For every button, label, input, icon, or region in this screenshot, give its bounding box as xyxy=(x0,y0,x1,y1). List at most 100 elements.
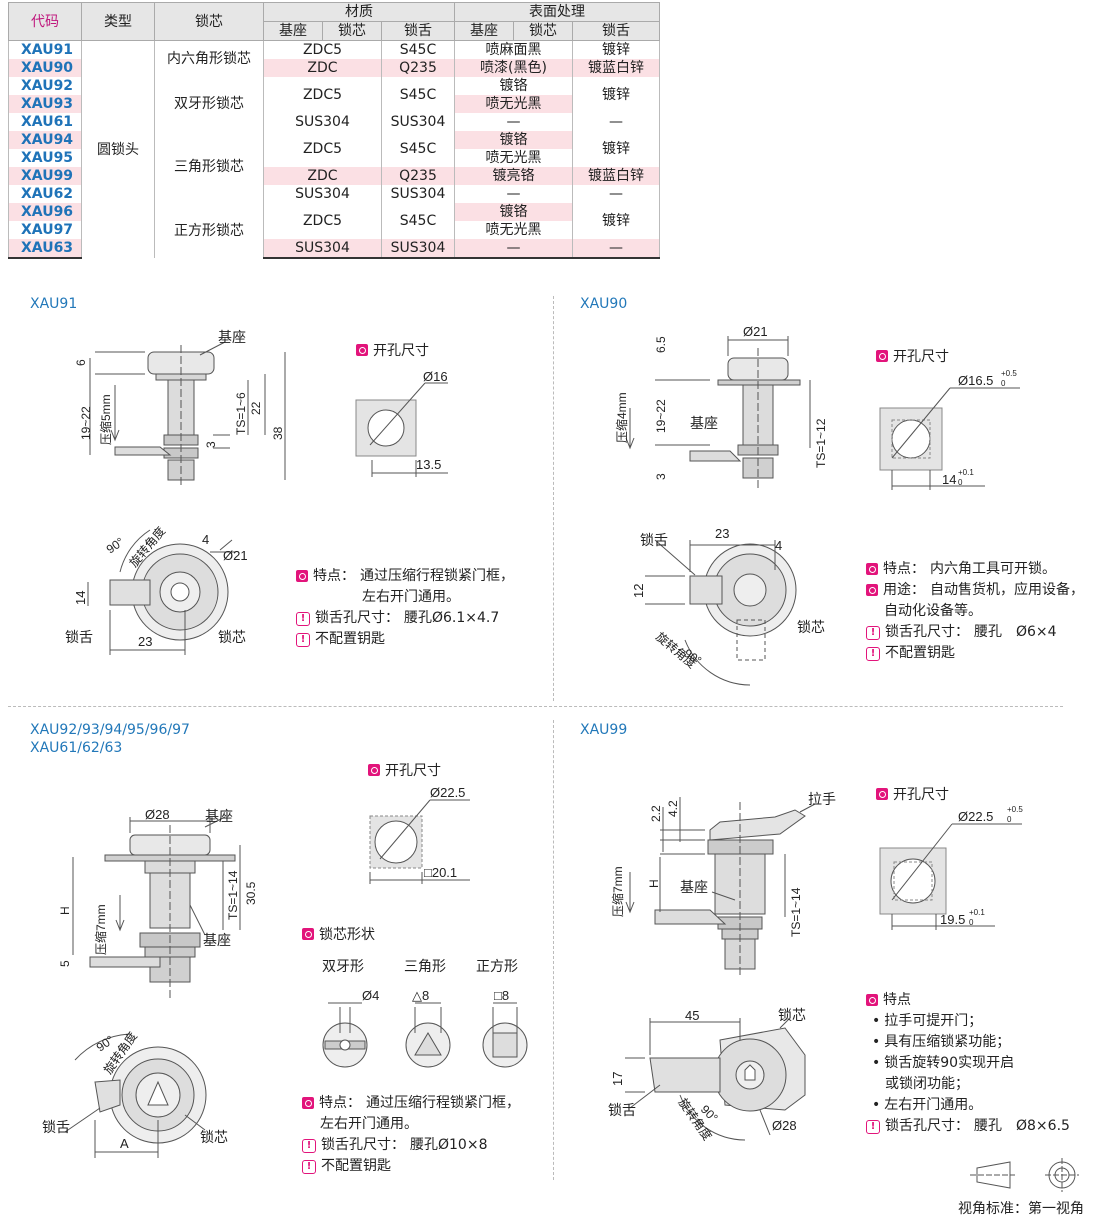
hole-label: 锁舌孔尺寸： xyxy=(885,624,969,640)
bullet-icon xyxy=(356,344,368,356)
xau90-notes: 特点：内六角工具可开锁。 用途：自动售货机，应用设备， 自动化设备等。 !锁舌孔… xyxy=(866,559,1084,664)
shape-dim-sq8: □8 xyxy=(494,988,509,1003)
section-title-xau99: XAU99 xyxy=(580,722,628,738)
header-core3: 锁芯 xyxy=(513,21,573,41)
dim-4: 4 xyxy=(202,532,209,547)
surf-t-cell: — xyxy=(572,113,660,131)
cutout-label: 开孔尺寸 xyxy=(893,349,949,365)
dim-6-5: 6.5 xyxy=(654,336,668,353)
header-base2: 基座 xyxy=(454,21,514,41)
shape-dim-tri8: △8 xyxy=(412,988,429,1003)
tongue-cell: S45C xyxy=(381,40,455,59)
core-cell: 内六角形锁芯 xyxy=(154,40,264,77)
cutout-label: 开孔尺寸 xyxy=(893,787,949,803)
surf-t-cell: 镀锌 xyxy=(572,40,660,59)
mat-cell: ZDC5 xyxy=(263,131,382,167)
dim-30-5: 30.5 xyxy=(244,881,258,905)
xau99-cutout-drawing: Ø22.5 +0.5 0 19.5 +0.1 0 xyxy=(879,806,1023,930)
feature-text: 内六角工具可开锁。 xyxy=(930,561,1056,577)
header-type: 类型 xyxy=(81,2,155,41)
tongue-cell: Q235 xyxy=(381,167,455,185)
projection-symbol-icon xyxy=(970,1158,1079,1192)
surf-cell: 喷无光黑 xyxy=(454,149,573,167)
warning-icon: ! xyxy=(302,1160,316,1174)
core-cell: 双牙形锁芯 xyxy=(154,77,264,131)
shape-label: 锁芯形状 xyxy=(319,927,375,943)
tol-up: +0.5 xyxy=(1007,806,1023,814)
usage-text: 自动售货机，应用设备， xyxy=(930,582,1084,598)
bullet-icon xyxy=(866,584,878,596)
mat-cell: ZDC xyxy=(263,59,382,77)
dim-3: 3 xyxy=(204,441,218,448)
feature-label: 特点： xyxy=(883,561,925,577)
xau99-front-drawing: 45 锁芯 17 锁舌 90° 旋转角度 Ø28 xyxy=(608,1007,806,1143)
xau99-side-drawing: 2.2 4.2 拉手 压缩7mm H 基座 TS=1~14 xyxy=(610,791,836,977)
label-tongue: 锁舌 xyxy=(608,1102,636,1118)
tongue-cell: S45C xyxy=(381,77,455,113)
header-tongue: 锁舌 xyxy=(381,21,455,41)
surf-cell: 镀铬 xyxy=(454,131,573,149)
dim-h: H xyxy=(58,906,72,915)
header-core: 锁芯 xyxy=(154,2,264,41)
mat-cell: ZDC5 xyxy=(263,203,382,239)
shape-dim-phi4: Ø4 xyxy=(362,988,379,1003)
dim-ts: TS=1~14 xyxy=(226,870,240,920)
surf-cell: 镀铬 xyxy=(454,77,573,95)
surf-cell: 喷无光黑 xyxy=(454,95,573,113)
warning-icon: ! xyxy=(296,633,310,647)
bullet-icon xyxy=(302,1097,314,1109)
view-standard-label: 视角标准：第一视角 xyxy=(958,1201,1084,1217)
surf-t-cell: 镀蓝白锌 xyxy=(572,59,660,77)
xau91-cutout-header: 开孔尺寸 xyxy=(356,340,429,360)
tongue-cell: SUS304 xyxy=(381,113,455,131)
tol-lo2: 0 xyxy=(969,918,974,927)
hole-value: 腰孔Ø6.1×4.7 xyxy=(404,610,500,626)
code-cell: XAU96 xyxy=(8,203,82,221)
core-shapes-drawing: Ø4 △8 □8 xyxy=(322,988,528,1068)
cutout-label: 开孔尺寸 xyxy=(373,343,429,359)
xau90-cutout-drawing: Ø16.5 +0.5 0 14 +0.1 0 xyxy=(879,369,1020,490)
warning-icon: ! xyxy=(296,612,310,626)
header-code: 代码 xyxy=(8,2,82,41)
nokey-text: 不配置钥匙 xyxy=(321,1158,391,1174)
xau92-cutout-drawing: Ø22.5 □20.1 xyxy=(369,785,470,884)
feature-item: 具有压缩锁紧功能； xyxy=(884,1034,1011,1050)
tol-up2: +0.1 xyxy=(958,468,974,477)
header-core2: 锁芯 xyxy=(322,21,382,41)
code-cell: XAU95 xyxy=(8,149,82,167)
xau91-cutout-drawing: Ø16 13.5 xyxy=(355,369,448,477)
dim-phi21: Ø21 xyxy=(223,548,248,563)
shape-name-double: 双牙形 xyxy=(322,959,364,975)
surf-cell: — xyxy=(454,185,573,203)
surf-cell: 喷无光黑 xyxy=(454,221,573,239)
dim-comp: 压缩7mm xyxy=(93,904,108,955)
warning-icon: ! xyxy=(302,1139,316,1153)
cutout-label: 开孔尺寸 xyxy=(385,763,441,779)
features-text-2: 左右开门通用。 xyxy=(362,589,460,605)
core-cell: 正方形锁芯 xyxy=(154,203,264,258)
hole-label: 锁舌孔尺寸： xyxy=(321,1137,405,1153)
label-tongue: 锁舌 xyxy=(42,1119,70,1135)
xau92-front-drawing: 90° 旋转角度 锁舌 A 锁芯 xyxy=(42,1029,228,1158)
section-title-xau91: XAU91 xyxy=(30,296,78,312)
xau90-front-drawing: 锁舌 23 4 12 锁芯 90° 旋转角度 xyxy=(631,526,825,686)
code-cell: XAU92 xyxy=(8,77,82,95)
xau99-cutout-header: 开孔尺寸 xyxy=(876,784,949,804)
dim-phi22-5: Ø22.5 xyxy=(958,809,993,824)
dim-sq20-1: □20.1 xyxy=(424,865,457,880)
header-material: 材质 xyxy=(263,2,455,22)
dim-4-2: 4.2 xyxy=(666,800,680,817)
dim-a: A xyxy=(120,1136,129,1151)
mat-cell: SUS304 xyxy=(263,113,382,131)
tongue-cell: S45C xyxy=(381,203,455,239)
code-cell: XAU94 xyxy=(8,131,82,149)
mat-cell: ZDC5 xyxy=(263,77,382,113)
dim-comp: 压缩5mm xyxy=(98,394,113,445)
surf-cell: 喷漆(黑色) xyxy=(454,59,573,77)
dim-phi21: Ø21 xyxy=(743,324,768,339)
dim-h: H xyxy=(647,879,661,888)
bullet-icon xyxy=(368,764,380,776)
label-core: 锁芯 xyxy=(200,1129,228,1145)
mat-cell: ZDC xyxy=(263,167,382,185)
xau91-side-drawing: 基座 6 19~22 压缩5mm TS=1~6 22 38 3 xyxy=(74,329,286,485)
